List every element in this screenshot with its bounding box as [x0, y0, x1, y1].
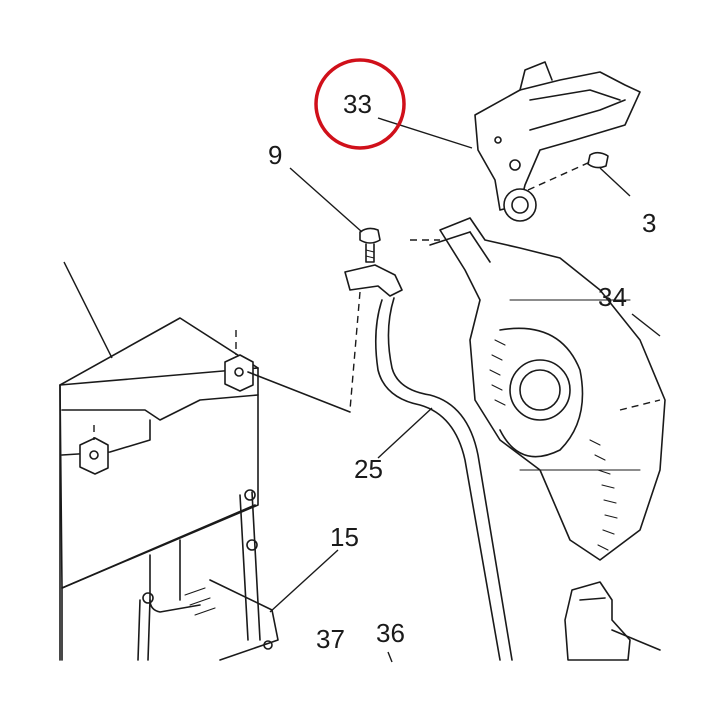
callout-33: 33 — [343, 89, 372, 119]
screw-part-3 — [527, 151, 609, 191]
callout-34: 34 — [598, 282, 627, 312]
stator-part-34 — [410, 217, 666, 561]
callout-37: 37 — [316, 624, 345, 654]
highlight-circle — [314, 58, 406, 150]
ground-cable — [344, 264, 513, 661]
callout-15: 15 — [330, 522, 359, 552]
bracket-part-33 — [474, 61, 641, 222]
leader-3 — [599, 167, 631, 197]
callout-36: 36 — [376, 618, 405, 648]
callout-9: 9 — [268, 140, 282, 170]
battery-tray — [61, 489, 279, 661]
callout-3: 3 — [642, 208, 656, 238]
leader-15 — [269, 549, 339, 613]
leader-lines — [63, 117, 661, 663]
callout-25: 25 — [354, 454, 383, 484]
leader-34 — [631, 313, 661, 337]
leader-25 — [377, 407, 433, 459]
leader-battery — [63, 261, 113, 359]
lower-right-part — [564, 581, 661, 661]
leader-9 — [289, 167, 363, 233]
leader-36 — [387, 651, 393, 663]
ground-bolt — [359, 227, 381, 263]
leader-33 — [377, 117, 473, 149]
battery-box — [59, 317, 351, 661]
